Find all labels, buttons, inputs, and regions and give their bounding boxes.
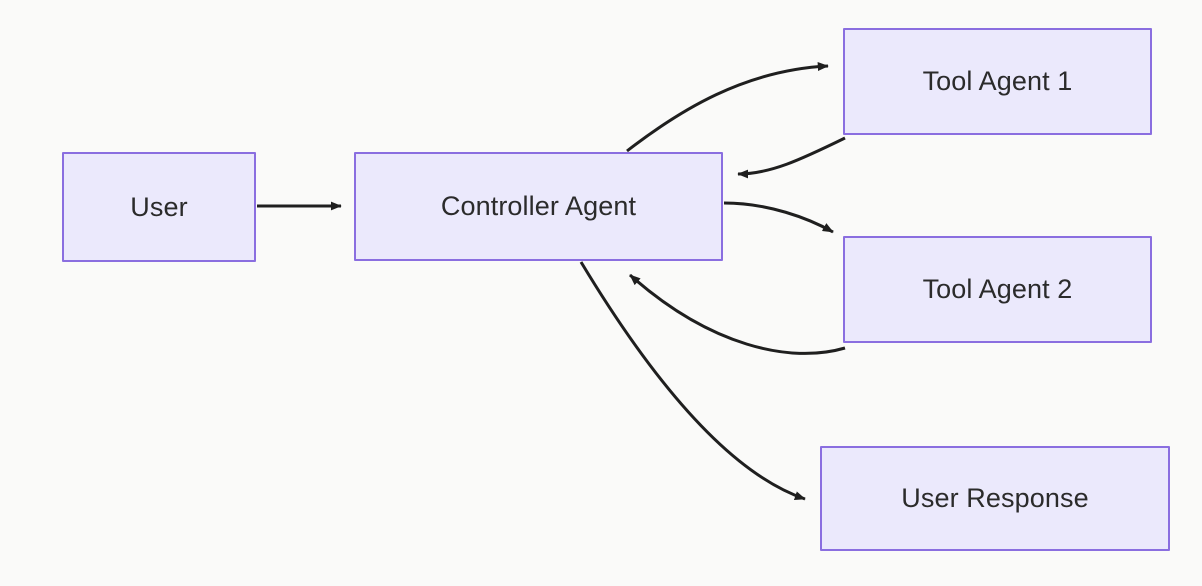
edge-controller-to-tool2 bbox=[723, 201, 834, 234]
node-user-response[interactable]: User Response bbox=[820, 446, 1170, 551]
node-controller-agent-label: Controller Agent bbox=[440, 191, 637, 221]
edge-controller-to-response bbox=[579, 261, 806, 501]
node-user[interactable]: User bbox=[62, 152, 256, 262]
node-user-response-label: User Response bbox=[901, 483, 1089, 513]
node-tool-agent-2-label: Tool Agent 2 bbox=[922, 274, 1073, 304]
edge-controller-to-tool1 bbox=[626, 62, 829, 153]
node-tool-agent-2[interactable]: Tool Agent 2 bbox=[843, 236, 1152, 343]
edge-tool2-to-controller bbox=[629, 273, 846, 355]
node-user-label: User bbox=[130, 191, 188, 222]
edge-tool1-to-controller bbox=[737, 136, 846, 179]
node-tool-agent-1[interactable]: Tool Agent 1 bbox=[843, 28, 1152, 135]
node-tool-agent-1-label: Tool Agent 1 bbox=[922, 66, 1073, 96]
node-controller-agent[interactable]: Controller Agent bbox=[354, 152, 723, 261]
